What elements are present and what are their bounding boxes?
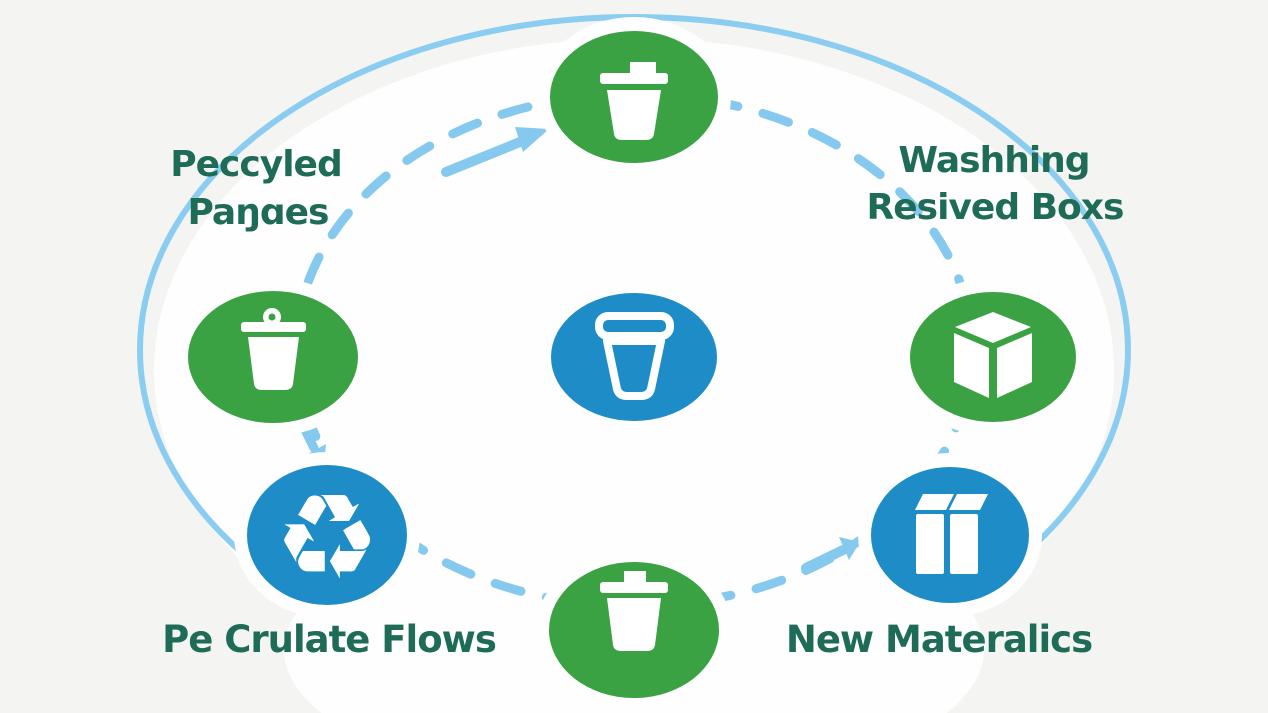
node-lower-right	[858, 453, 1042, 617]
cup-body	[603, 337, 665, 400]
node-lower-left: ♻	[234, 452, 420, 618]
trash-bin-lid-tab	[624, 571, 646, 584]
node-lower-left-ellipse	[247, 465, 407, 605]
label-top-right-line2: Resived Boxs	[867, 187, 1124, 228]
cycle-arrow-top-shaft	[441, 137, 525, 177]
label-top-left-line2: Paŋɑes	[188, 192, 329, 233]
carton-left-body	[916, 514, 944, 574]
trash-bin-lid-tab	[630, 62, 656, 73]
carton-right-body	[950, 514, 978, 574]
carton-left-flap	[915, 494, 954, 510]
trash-bin-tab-icon	[600, 571, 668, 651]
node-middle-right	[897, 278, 1089, 436]
trash-bin-lid	[600, 73, 668, 84]
recycle-arrows-icon: ♻	[274, 468, 380, 606]
cycle-arrow-bottom-right-shaft	[801, 545, 848, 573]
label-top-left-line1: Peccyled	[170, 144, 341, 185]
cube-box-icon	[954, 312, 1032, 398]
node-center	[539, 280, 729, 434]
cup-rim	[595, 312, 674, 340]
cube-right-face	[997, 333, 1032, 398]
cycle-arrow-bottom-right	[801, 537, 860, 573]
label-bottom-right: New Materalics	[786, 618, 1092, 661]
cartons-icon	[915, 494, 988, 574]
node-middle-left	[176, 278, 370, 436]
trash-bin-body	[607, 90, 661, 140]
trash-bin-body	[248, 337, 299, 390]
trash-bin-lid	[600, 582, 668, 593]
cycle-arrow-top	[441, 127, 549, 177]
cycle-arrow-top-head	[515, 127, 549, 152]
trash-bin-icon	[600, 62, 668, 140]
cup-outline-icon	[595, 312, 674, 400]
node-center-ellipse	[551, 293, 717, 421]
trash-bin-knob-dot	[268, 313, 276, 321]
trash-bin-knob-icon	[241, 308, 306, 390]
label-top-right-line1: Washhing	[898, 140, 1089, 181]
cube-top-face	[955, 312, 1031, 343]
carton-right-flap	[949, 494, 988, 510]
node-top	[537, 17, 731, 177]
trash-bin-lid	[241, 322, 306, 332]
node-bottom	[536, 549, 732, 711]
trash-bin-body	[607, 598, 661, 651]
label-bottom-left: Pe Crulate Flows	[162, 618, 496, 661]
cube-left-face	[954, 333, 989, 398]
node-middle-right-ellipse	[910, 292, 1076, 422]
cycle-arrow-bottom-right-head	[839, 537, 860, 560]
